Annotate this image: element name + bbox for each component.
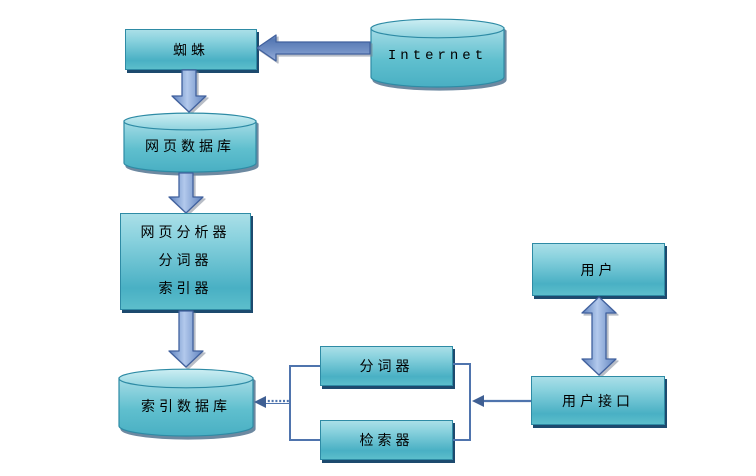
node-analyzer: 网页分析器 分词器 索引器 [120,213,251,310]
node-spider-label: 蜘蛛 [173,43,209,59]
node-user-interface-label: 用户接口 [562,394,634,410]
node-index-db: 索引数据库 [118,368,254,437]
node-tokenizer-label: 分词器 [359,360,414,375]
node-retriever: 检索器 [320,420,453,460]
arrow-spider-to-webdb-icon [170,69,208,113]
arrow-analyzer-to-indexdb-icon [167,310,205,368]
cylinder-shape [118,368,254,437]
node-analyzer-line3: 索引器 [158,281,213,297]
arrow-webdb-to-analyzer-icon [167,172,205,214]
node-user: 用户 [532,243,665,296]
node-tokenizer: 分词器 [320,346,453,386]
arrowhead-from-userinterface-icon [472,395,484,407]
node-internet: Internet [370,18,505,88]
arrowhead-to-indexdb-icon [254,396,266,408]
node-web-db: 网页数据库 [123,112,257,173]
node-spider: 蜘蛛 [125,29,257,70]
node-web-db-label: 网页数据库 [145,139,235,155]
node-retriever-label: 检索器 [359,434,414,449]
node-user-label: 用户 [580,263,617,279]
cylinder-shape [123,112,257,173]
node-analyzer-line2: 分词器 [158,253,213,269]
node-internet-label: Internet [387,48,488,64]
arrow-user-userinterface-double-icon [580,296,618,376]
node-user-interface: 用户接口 [531,376,665,425]
node-analyzer-line1: 网页分析器 [140,225,231,241]
arrow-internet-to-spider-icon [256,34,372,64]
node-index-db-label: 索引数据库 [141,399,231,415]
cylinder-shape [370,18,505,88]
